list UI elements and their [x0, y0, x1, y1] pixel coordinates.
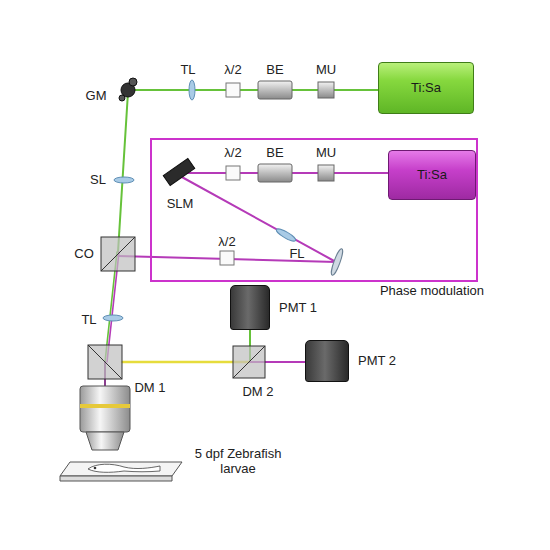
laser-beams: [105, 90, 390, 386]
component-label: TL: [81, 313, 96, 328]
component-label: λ/2: [218, 235, 235, 250]
detector-label: PMT 1: [279, 300, 317, 315]
laser-source: Ti:Sa: [388, 150, 476, 200]
component-label: BE: [266, 146, 283, 161]
component-label: DM 2: [242, 385, 273, 400]
component-label: FL: [289, 247, 304, 262]
photomultiplier: PMT 1: [230, 285, 270, 330]
phase-modulation-region: Phase modulationTi:Sa: [150, 138, 478, 282]
component-label: SL: [90, 173, 106, 188]
photomultiplier: PMT 2: [305, 340, 349, 382]
component-label: BE: [266, 63, 283, 78]
component-label: λ/2: [224, 63, 241, 78]
component-label: GM: [86, 89, 107, 104]
component-label: MU: [316, 63, 336, 78]
green-row-optics: [119, 78, 334, 101]
region-label: Phase modulation: [380, 284, 484, 299]
laser-label: Ti:Sa: [411, 81, 441, 96]
magenta-row-optics: [163, 158, 344, 276]
laser-source: Ti:Sa: [378, 62, 474, 114]
detector-label: PMT 2: [358, 354, 396, 369]
component-label: CO: [74, 247, 94, 262]
component-label: SLM: [167, 197, 194, 212]
component-label: λ/2: [224, 146, 241, 161]
detection-path-optics: [88, 177, 265, 379]
sample-label: 5 dpf Zebrafish larvae: [182, 447, 294, 477]
laser-label: Ti:Sa: [417, 168, 447, 183]
component-label: DM 1: [134, 381, 165, 396]
objective-and-sample: [60, 386, 182, 481]
component-label: TL: [180, 63, 195, 78]
component-label: MU: [316, 146, 336, 161]
